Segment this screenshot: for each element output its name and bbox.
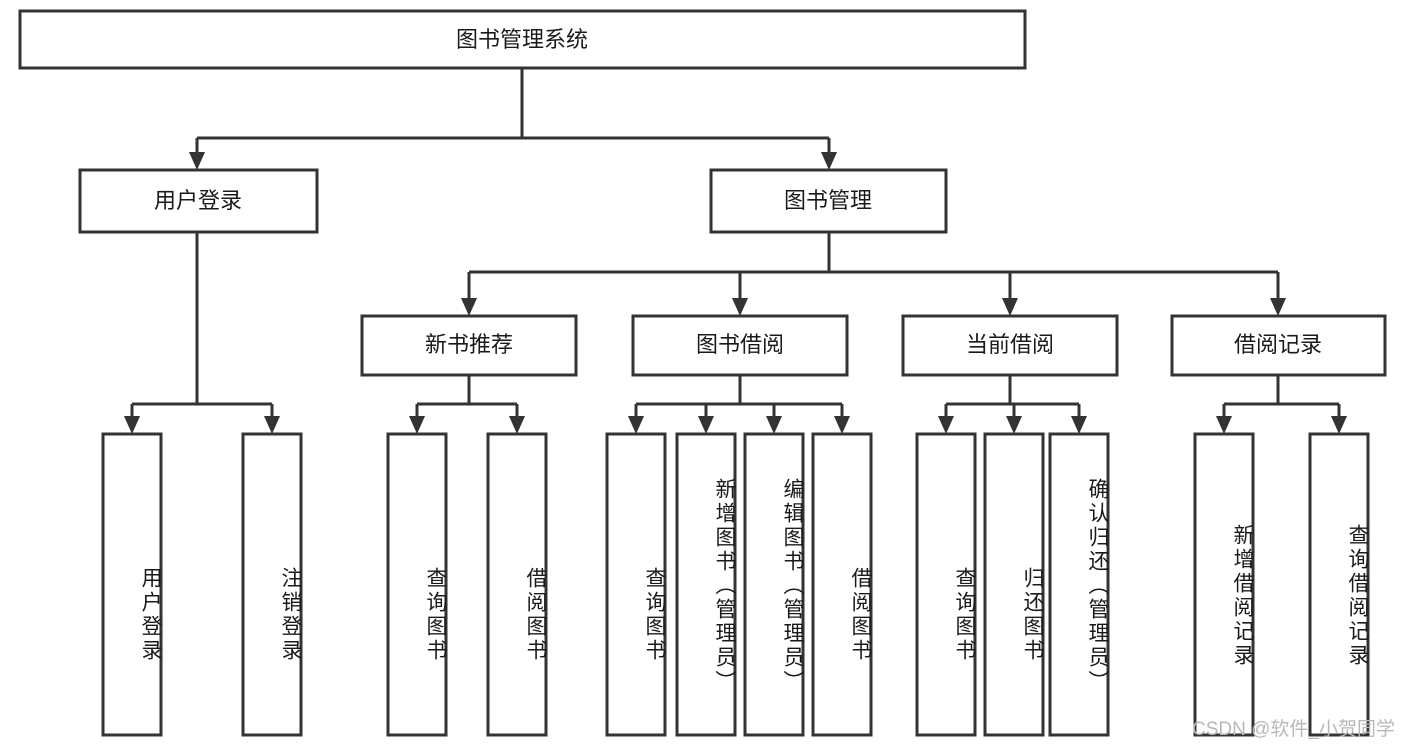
node-box-leaf-query-book-rec[interactable] — [386, 432, 448, 737]
arrow-book-manage — [821, 152, 837, 170]
arrow-book-borrow — [732, 298, 748, 316]
node-label-root: 图书管理系统 — [456, 27, 588, 52]
node-label-user-login: 用户登录 — [154, 188, 242, 213]
node-layer: 图书管理系统 用户登录 图书管理 新书推荐 图书借阅 当前借阅 借阅记录 — [18, 9, 1387, 737]
arrow-leaf-query-book-rec — [409, 416, 425, 434]
node-box-leaf-user-logout[interactable] — [241, 432, 303, 737]
arrow-leaf-confirm-return-admin — [1071, 416, 1087, 434]
node-box-leaf-edit-book-admin[interactable] — [743, 432, 805, 737]
arrow-borrow-record — [1270, 298, 1286, 316]
node-box-new-book-rec[interactable] — [360, 314, 578, 377]
node-box-book-borrow[interactable] — [631, 314, 849, 377]
node-label-borrow-record: 借阅记录 — [1234, 332, 1322, 357]
node-box-leaf-user-login[interactable] — [101, 432, 163, 737]
node-box-leaf-query-book-borrow[interactable] — [605, 432, 667, 737]
arrow-leaf-borrow-book — [834, 416, 850, 434]
arrow-leaf-query-book-borrow — [628, 416, 644, 434]
arrow-leaf-query-book-current — [938, 416, 954, 434]
arrow-new-book-rec — [461, 298, 477, 316]
node-box-leaf-add-borrow-record[interactable] — [1193, 432, 1255, 737]
arrow-leaf-query-borrow-record — [1331, 416, 1347, 434]
node-label-new-book-rec: 新书推荐 — [425, 332, 513, 357]
arrow-leaf-user-logout — [264, 416, 280, 434]
arrow-leaf-add-book-admin — [698, 416, 714, 434]
node-label-book-borrow: 图书借阅 — [696, 332, 784, 357]
node-box-leaf-borrow-book[interactable] — [811, 432, 873, 737]
node-label-book-manage: 图书管理 — [784, 188, 872, 213]
arrow-current-borrow — [1002, 298, 1018, 316]
node-box-leaf-query-borrow-record[interactable] — [1308, 432, 1370, 737]
arrow-user-login — [189, 152, 205, 170]
node-box-borrow-record[interactable] — [1170, 314, 1387, 377]
node-box-leaf-add-book-admin[interactable] — [675, 432, 737, 737]
arrow-leaf-add-borrow-record — [1216, 416, 1232, 434]
node-box-root[interactable] — [18, 9, 1027, 70]
node-box-leaf-query-book-current[interactable] — [915, 432, 977, 737]
node-box-book-manage[interactable] — [709, 168, 948, 234]
node-box-leaf-return-book[interactable] — [983, 432, 1045, 737]
arrow-leaf-user-login — [124, 416, 140, 434]
csdn-watermark: CSDN @软件_小贺同学 — [1192, 719, 1395, 740]
connector-layer — [124, 68, 1347, 434]
node-label-current-borrow: 当前借阅 — [966, 332, 1054, 357]
arrow-leaf-return-book — [1006, 416, 1022, 434]
node-box-leaf-borrow-book-rec[interactable] — [486, 432, 548, 737]
arrow-leaf-edit-book-admin — [766, 416, 782, 434]
node-box-user-login[interactable] — [78, 168, 319, 234]
arrow-leaf-borrow-book-rec — [509, 416, 525, 434]
node-box-current-borrow[interactable] — [901, 314, 1119, 377]
node-box-leaf-confirm-return-admin[interactable] — [1048, 432, 1110, 737]
